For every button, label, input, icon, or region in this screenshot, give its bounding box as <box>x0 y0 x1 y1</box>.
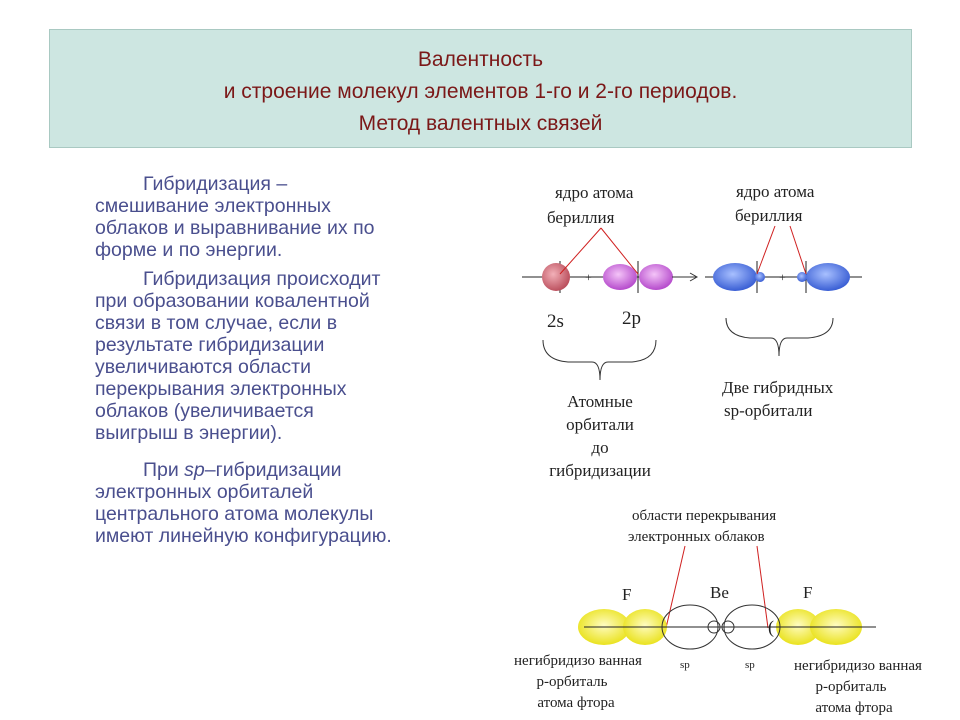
orbital-label-2p: 2p <box>622 308 641 329</box>
sp-hybrid-outline <box>661 604 719 650</box>
atom-label-f: F <box>622 585 631 604</box>
plus-sign: + <box>779 270 786 284</box>
text-line: облаков (увеличивается <box>95 400 314 422</box>
title-line-3: Метод валентных связей <box>358 112 603 135</box>
text-line: связи в том случае, если в <box>95 312 338 334</box>
text-line: центрального атома молекулы <box>95 503 374 525</box>
text-line: при образовании ковалентной <box>95 290 370 312</box>
sp-small-lobe <box>721 620 735 634</box>
text-line: При sp–гибридизации <box>95 459 455 481</box>
nucleus-pointer <box>559 227 602 275</box>
text-line: перекрывания электронных <box>95 378 347 400</box>
text-fragment: –гибридизации <box>204 459 342 481</box>
hybrid-orbital-small-lobe <box>755 272 765 282</box>
text-line: имеют линейную конфигурацию. <box>95 525 392 547</box>
text-line: облаков и выравнивание их по <box>95 217 375 239</box>
nucleus-pointer <box>789 225 807 275</box>
nucleus-label: бериллия <box>547 208 615 227</box>
caption-line: sp-орбитали <box>724 401 812 420</box>
nucleus-label: ядро атома <box>736 182 815 201</box>
orbital-label-2s: 2s <box>547 311 564 332</box>
text-line: Гибридизация происходит <box>143 268 381 290</box>
caption-line: гибридизации <box>549 461 651 480</box>
brace <box>542 339 657 381</box>
nucleus-pointer <box>756 225 776 275</box>
title-box: Валентность и строение молекул элементов… <box>49 29 912 148</box>
sp-term: sp <box>184 459 205 481</box>
hybrid-orbital-large-lobe <box>806 263 850 291</box>
sp-label: sp <box>680 659 690 671</box>
p-orbital-lobe <box>603 264 637 290</box>
title-line-1: Валентность <box>417 48 544 71</box>
sp-small-lobe <box>707 620 721 634</box>
overlap-mark: ( <box>768 617 774 638</box>
text-line: смешивание электронных <box>95 195 331 217</box>
atom-label-f: F <box>803 583 812 602</box>
arrow-head <box>689 272 699 282</box>
caption-line: до <box>591 438 608 457</box>
nucleus-label: бериллия <box>735 206 803 225</box>
caption-line: атома фтора <box>815 700 893 716</box>
p-orbital-lobe <box>639 264 673 290</box>
sp-label: sp <box>745 659 755 671</box>
hybrid-orbital-small-lobe <box>797 272 807 282</box>
sp-hybrid-outline <box>723 604 781 650</box>
title-line-2: и строение молекул элементов 1-го и 2-го… <box>223 80 738 103</box>
caption-line: орбитали <box>566 415 634 434</box>
plus-sign: + <box>585 270 592 284</box>
text-line: результате гибридизации <box>95 334 325 356</box>
overlap-pointer <box>665 545 686 629</box>
hybrid-orbital-large-lobe <box>713 263 757 291</box>
caption-line: р-орбиталь <box>815 679 886 695</box>
caption-line: р-орбиталь <box>536 674 607 690</box>
nucleus-pointer <box>600 227 639 275</box>
text-fragment: При <box>143 459 185 481</box>
nucleus-label: ядро атома <box>555 183 634 202</box>
caption-line: атома фтора <box>537 695 615 711</box>
paragraph-condition: Гибридизация происходит при образовании … <box>95 268 455 444</box>
top-orbital-diagram: + + ядро атома бериллия ядро атома берил… <box>522 182 862 480</box>
caption-line: Две гибридных <box>722 378 834 397</box>
bottom-molecule-diagram: области перекрывания электронных облаков… <box>514 508 922 716</box>
atom-label-be: Be <box>710 583 729 602</box>
caption-line: негибридизо ванная <box>514 653 642 669</box>
text-line: Гибридизация – <box>143 173 288 195</box>
paragraph-definition: Гибридизация – смешивание электронных об… <box>95 173 455 261</box>
overlap-label: электронных облаков <box>628 529 765 545</box>
text-line: электронных орбиталей <box>95 481 314 503</box>
overlap-label: области перекрывания <box>632 508 776 524</box>
paragraph-sp: При sp–гибридизации электронных орбитале… <box>95 459 455 547</box>
text-line: выигрыш в энергии). <box>95 422 283 444</box>
brace <box>725 317 834 357</box>
caption-line: Атомные <box>567 392 633 411</box>
overlap-pointer <box>756 545 769 629</box>
caption-line: негибридизо ванная <box>794 658 922 674</box>
text-line: форме и по энергии. <box>95 239 283 261</box>
text-line: увеличиваются области <box>95 356 311 378</box>
